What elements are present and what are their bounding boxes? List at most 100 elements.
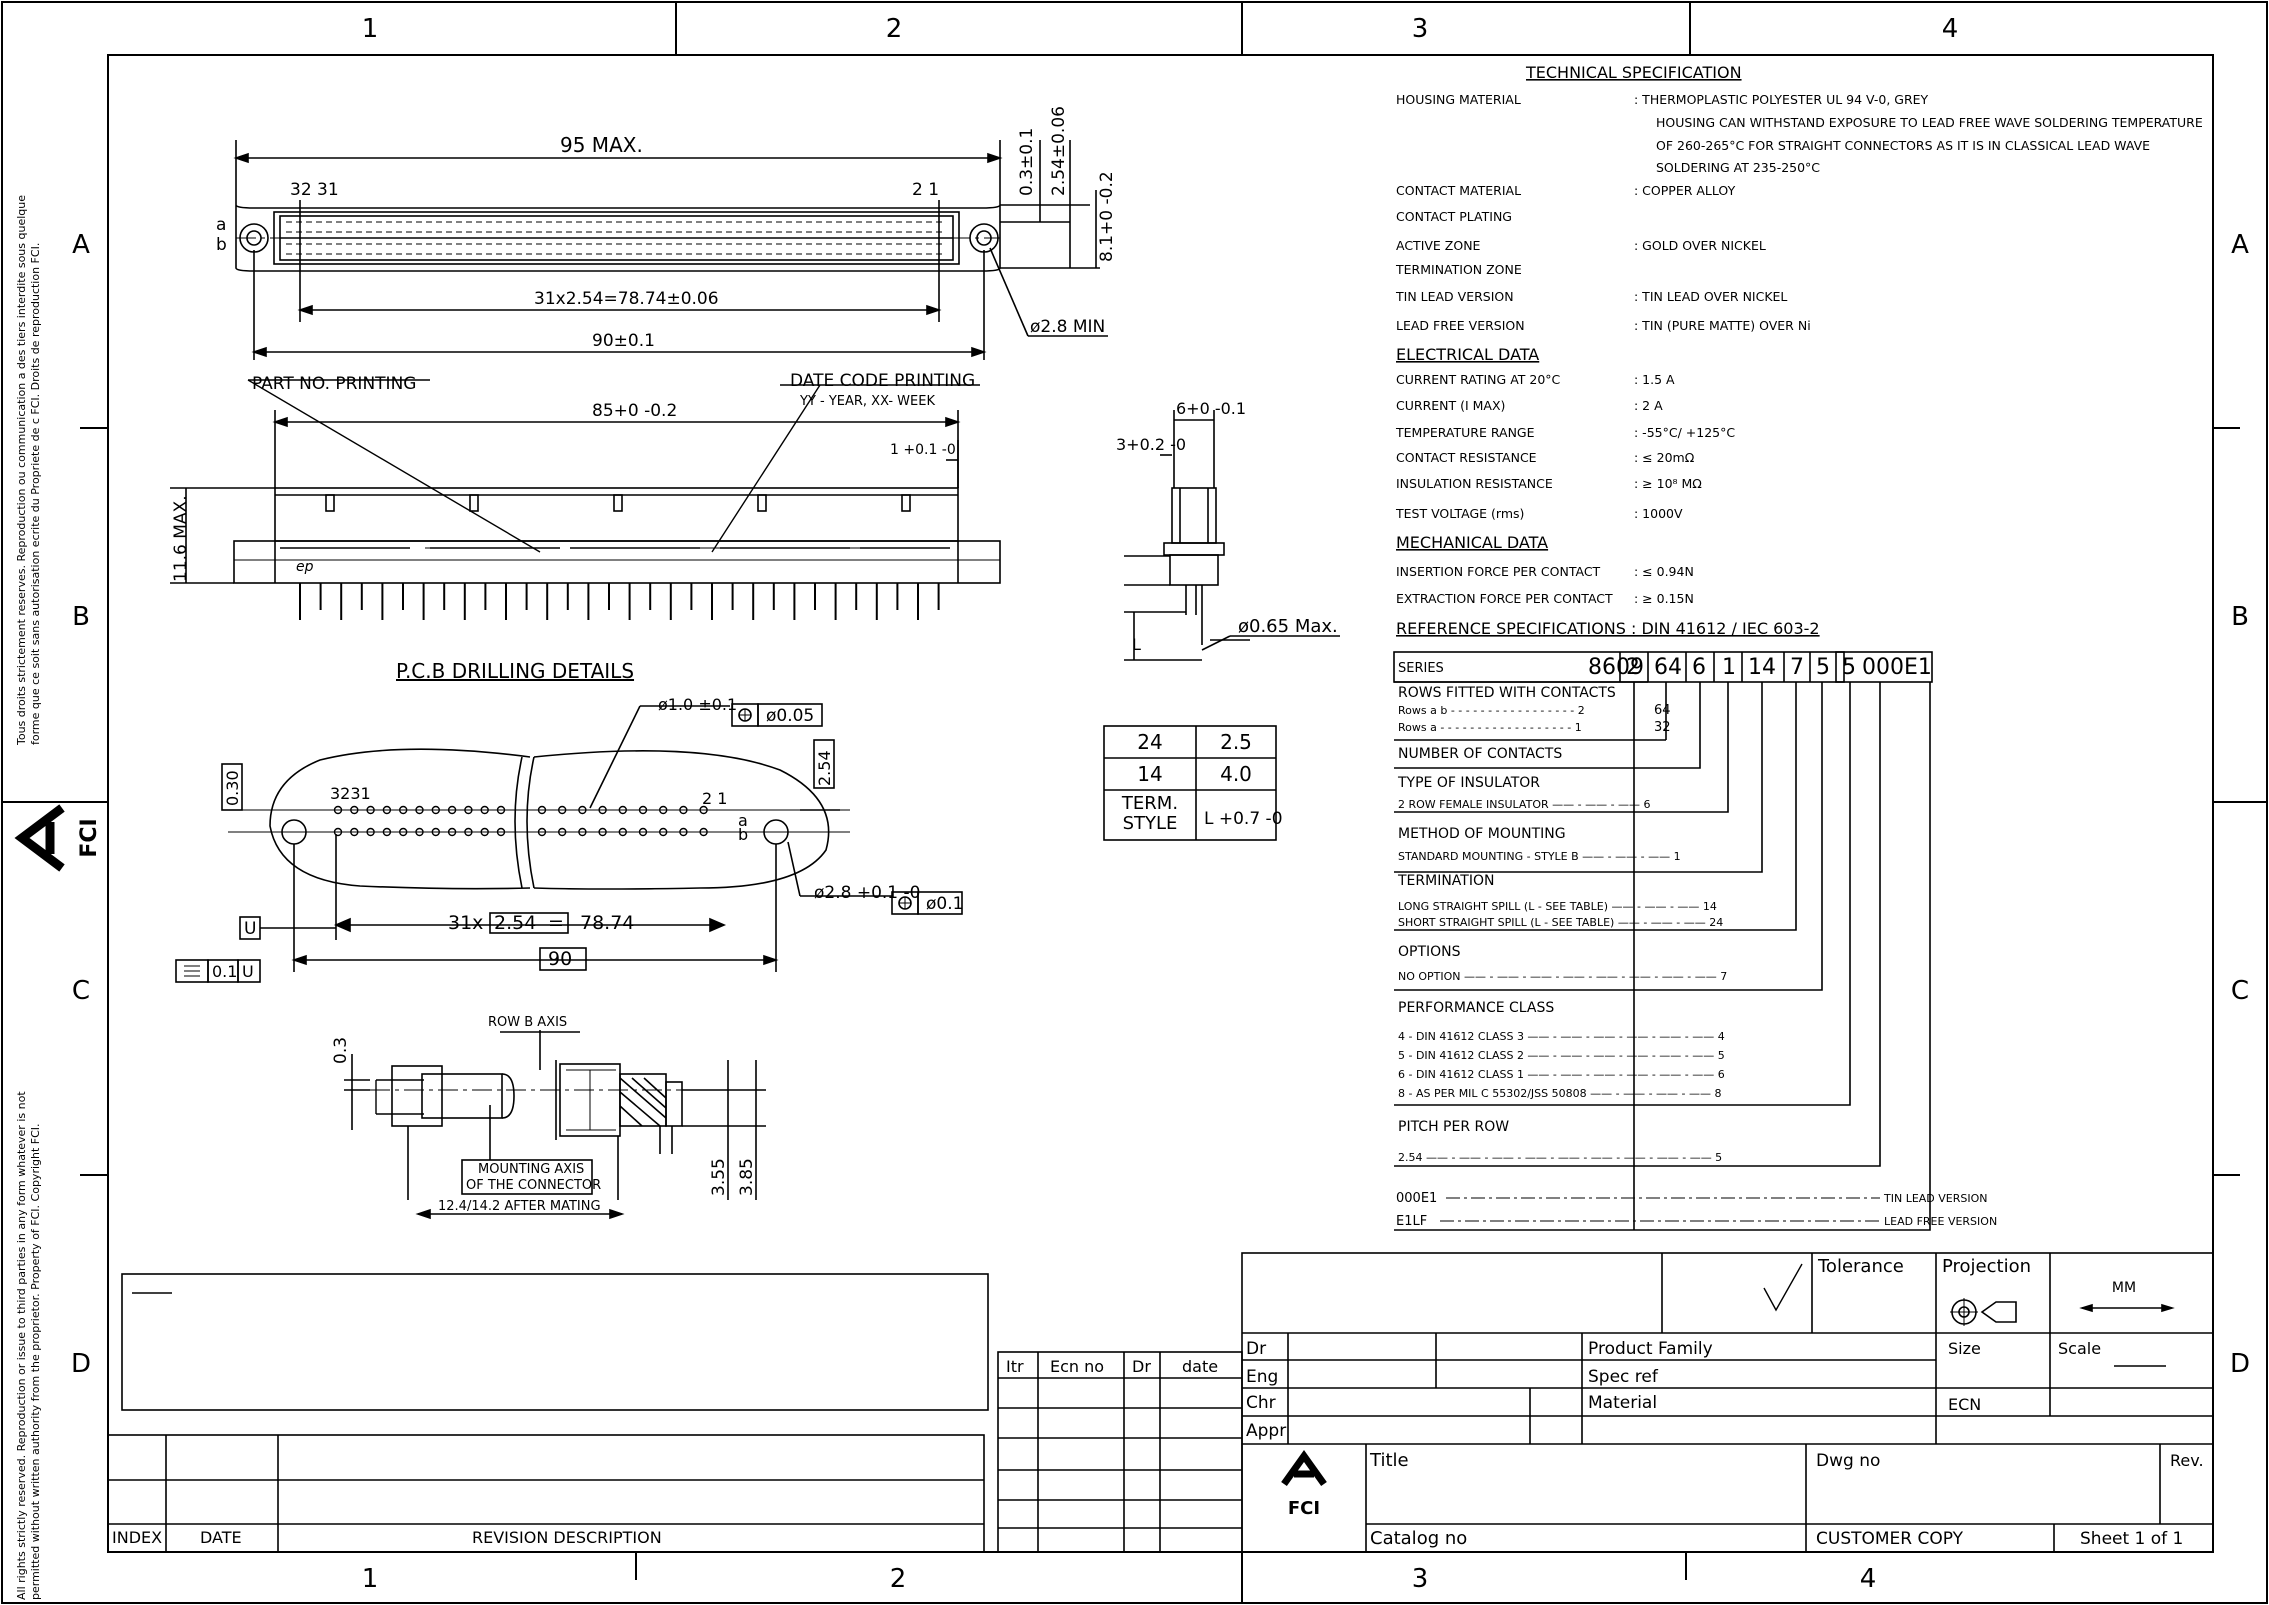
revision-block — [107, 1273, 1243, 1553]
termination-short: SHORT STRAIGHT SPILL (L - SEE TABLE) —— … — [1398, 916, 1723, 929]
pcb-hole — [480, 805, 489, 815]
pcb-drilling-view — [175, 703, 963, 983]
pcb-row-b: b — [738, 825, 748, 844]
dim-L: L — [1132, 635, 1141, 654]
label-mounting-axis: MOUNTING AXIS — [478, 1162, 584, 1177]
spec-ref-label: Spec ref — [1588, 1367, 1659, 1387]
row-b-left: B — [72, 602, 90, 632]
pcb-hole — [447, 827, 457, 837]
pcb-hole — [366, 805, 375, 815]
front-view — [170, 379, 1001, 620]
contacts-title: NUMBER OF CONTACTS — [1398, 746, 1562, 762]
code-mounting: 1 — [1722, 655, 1736, 680]
technical-specification: TECHNICAL SPECIFICATION HOUSING MATERIAL… — [1395, 63, 2203, 638]
pcb-pins-right: 2 1 — [702, 789, 727, 808]
col-4-bottom: 4 — [1860, 1564, 1877, 1594]
version-1-text: TIN LEAD VERSION — [1883, 1192, 1988, 1205]
dim-hole-2-8: ø2.8 MIN — [1030, 317, 1105, 337]
rev-date-label: DATE — [200, 1528, 242, 1547]
pcb-hole — [659, 805, 668, 815]
pcb-hole — [464, 827, 473, 837]
col-3-top: 3 — [1412, 14, 1429, 44]
mech-value-0: : ≤ 0.94N — [1634, 564, 1694, 579]
pcb-hole — [415, 827, 424, 837]
mating-dim-12-4: 12.4/14.2 AFTER MATING — [438, 1199, 601, 1214]
performance-0: 4 - DIN 41612 CLASS 3 —— - —— - —— - —— … — [1398, 1030, 1725, 1043]
code-rows: 2 — [1626, 655, 1640, 680]
dim-3: 3+0.2 -0 — [1116, 435, 1186, 454]
row-b-right: B — [2231, 602, 2249, 632]
version-2-code: E1LF — [1396, 1214, 1427, 1229]
dr-label: Dr — [1246, 1339, 1266, 1359]
appr-label: Appr — [1246, 1421, 1286, 1441]
term-style-label: TERM. STYLE — [1122, 794, 1178, 834]
rev-index-label: INDEX — [112, 1528, 162, 1547]
customer-copy-label: CUSTOMER COPY — [1816, 1529, 1964, 1549]
termination-long: LONG STRAIGHT SPILL (L - SEE TABLE) —— -… — [1398, 900, 1717, 913]
pcb-pitch-eq: = — [548, 912, 564, 934]
label-row-b-axis: ROW B AXIS — [488, 1015, 567, 1030]
rows-a: Rows a - - - - - - - - - - - - - - - - -… — [1398, 721, 1582, 734]
rights-notice-bottom: All rights strictly reserved. Reproducti… — [15, 1091, 42, 1600]
pcb-hole — [537, 805, 547, 815]
options-title: OPTIONS — [1398, 944, 1461, 960]
pcb-hole — [537, 827, 547, 837]
mating-view — [344, 1030, 766, 1220]
projection-label: Projection — [1942, 1256, 2031, 1277]
code-contacts: 64 — [1654, 655, 1682, 680]
dim-11-6-max: 11.6 MAX. — [171, 495, 191, 582]
label-part-no-printing: PART NO. PRINTING — [252, 374, 416, 394]
rows-ab-count: 64 — [1654, 703, 1671, 718]
rev-label: Rev. — [2170, 1451, 2204, 1470]
rev-desc-label: REVISION DESCRIPTION — [472, 1528, 662, 1547]
label-of-the-connector: OF THE CONNECTOR — [466, 1178, 601, 1193]
pcb-pins-left: 3231 — [330, 784, 371, 803]
pcb-hole — [598, 805, 607, 815]
pcb-hole — [618, 827, 627, 837]
pcb-flatness: 0.1 — [212, 962, 237, 981]
pcb-hole — [464, 805, 473, 815]
spec-label-4: CONTACT MATERIAL — [1396, 183, 1521, 198]
performance-3: 8 - AS PER MIL C 55302/JSS 50808 —— - ——… — [1398, 1087, 1722, 1100]
pitch-value: 2.54 —— - —— - —— - —— - —— - —— - —— - … — [1398, 1151, 1722, 1164]
elec-value-5: : 1000V — [1634, 506, 1683, 521]
sheet-label: Sheet 1 of 1 — [2080, 1529, 2183, 1549]
termination-title: TERMINATION — [1397, 873, 1494, 889]
mech-value-1: : ≥ 0.15N — [1634, 591, 1694, 606]
pcb-hole — [333, 827, 343, 837]
pcb-hole — [659, 827, 668, 837]
elec-value-3: : ≤ 20mΩ — [1634, 450, 1695, 465]
mounting-title: METHOD OF MOUNTING — [1398, 826, 1566, 842]
tech-spec-title: TECHNICAL SPECIFICATION — [1525, 63, 1742, 82]
pcb-hole — [431, 805, 440, 815]
dim-90-top: 90±0.1 — [592, 331, 655, 351]
code-performance: 5 — [1816, 655, 1830, 680]
pcb-hole — [618, 805, 627, 815]
options-value: NO OPTION —— - —— - —— - —— - —— - —— - … — [1398, 970, 1727, 983]
pcb-dim-0-30: 0.30 — [223, 770, 242, 806]
pcb-pitch-total: 78.74 — [580, 912, 634, 934]
top-contact-row-a — [286, 221, 946, 233]
elec-label-3: CONTACT RESISTANCE — [1396, 450, 1537, 465]
version-2-text: LEAD FREE VERSION — [1884, 1215, 1997, 1228]
spec-value-6: : GOLD OVER NICKEL — [1634, 238, 1766, 253]
pcb-hole — [638, 805, 648, 815]
term-row-1-length: 4.0 — [1220, 762, 1252, 786]
pcb-hole — [679, 805, 688, 815]
fci-logo-text: FCI — [1288, 1498, 1320, 1519]
pcb-hole — [578, 827, 587, 837]
spec-label-5: CONTACT PLATING — [1396, 209, 1512, 224]
code-pitch: 5 — [1842, 655, 1856, 680]
pcb-hole — [496, 805, 506, 815]
version-1-code: 000E1 — [1396, 1191, 1437, 1206]
term-row-0-style: 24 — [1137, 730, 1162, 754]
elec-value-2: : -55°C/ +125°C — [1634, 425, 1735, 440]
front-studs — [325, 494, 911, 512]
code-version: 000E1 — [1862, 655, 1932, 680]
spec-value-2: OF 260-265°C FOR STRAIGHT CONNECTORS AS … — [1656, 138, 2150, 153]
spec-value-0: : THERMOPLASTIC POLYESTER UL 94 V-0, GRE… — [1634, 92, 1929, 107]
spec-value-9: : TIN (PURE MATTE) OVER Ni — [1634, 318, 1811, 333]
dim-0-3: 0.3±0.1 — [1017, 128, 1037, 196]
elec-label-5: TEST VOLTAGE (rms) — [1395, 506, 1524, 521]
col-4-top: 4 — [1942, 14, 1959, 44]
